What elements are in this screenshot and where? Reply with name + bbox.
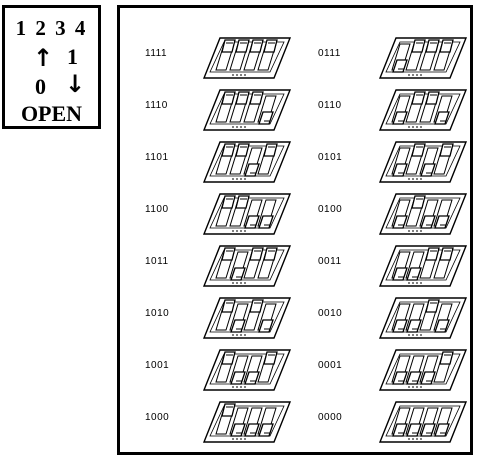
switch-code-label: 1001 [145, 360, 170, 371]
dip-switch-illustration [378, 297, 468, 339]
switch-code-label: 0100 [318, 204, 343, 215]
dip-switch-illustration [378, 37, 468, 79]
open-label: OPEN [20, 101, 83, 126]
switch-code-label: 1100 [145, 204, 169, 215]
dip-switch-illustration [378, 401, 468, 443]
dip-switch-illustration [378, 245, 468, 287]
dip-switch-illustration [202, 297, 292, 339]
switch-code-label: 1010 [145, 308, 170, 319]
dip-switch-illustration [202, 401, 292, 443]
switch-code-label: 0000 [318, 412, 343, 423]
dip-switch-illustration [378, 89, 468, 131]
dip-switch-illustration [202, 141, 292, 183]
switch-code-label: 1000 [145, 412, 170, 423]
switch-code-label: 1101 [145, 152, 169, 163]
dip-switch-illustration [202, 89, 292, 131]
switch-legend: 1 2 3 4 ↑ 1 0 ↓ OPEN [2, 5, 101, 129]
switch-code-label: 0010 [318, 308, 343, 319]
switch-settings-panel: 1111 1110 1101 1100 1011 1010 1001 1000 0111 0110… [117, 5, 473, 455]
switch-code-label: 0110 [318, 100, 342, 111]
dip-switch-illustration [202, 37, 292, 79]
arrow-down-icon: ↓ [65, 70, 86, 98]
dip-switch-illustration [378, 141, 468, 183]
switch-code-label: 1110 [145, 100, 168, 111]
switch-code-label: 1011 [145, 256, 169, 267]
switch-code-label: 0101 [318, 152, 343, 163]
dip-switch-illustration [378, 193, 468, 235]
dip-switch-illustration [202, 193, 292, 235]
down-value-label: 1 [67, 44, 78, 69]
switch-code-label: 0111 [318, 48, 341, 59]
dip-switch-illustration [202, 245, 292, 287]
up-value-label: 0 [35, 74, 46, 99]
switch-code-label: 0001 [318, 360, 343, 371]
switch-position-numbers: 1 2 3 4 [15, 16, 88, 40]
dip-switch-illustration [378, 349, 468, 391]
switch-code-label: 1111 [145, 48, 168, 59]
arrow-up-icon: ↑ [33, 44, 54, 72]
dip-switch-illustration [202, 349, 292, 391]
switch-code-label: 0011 [318, 256, 342, 267]
